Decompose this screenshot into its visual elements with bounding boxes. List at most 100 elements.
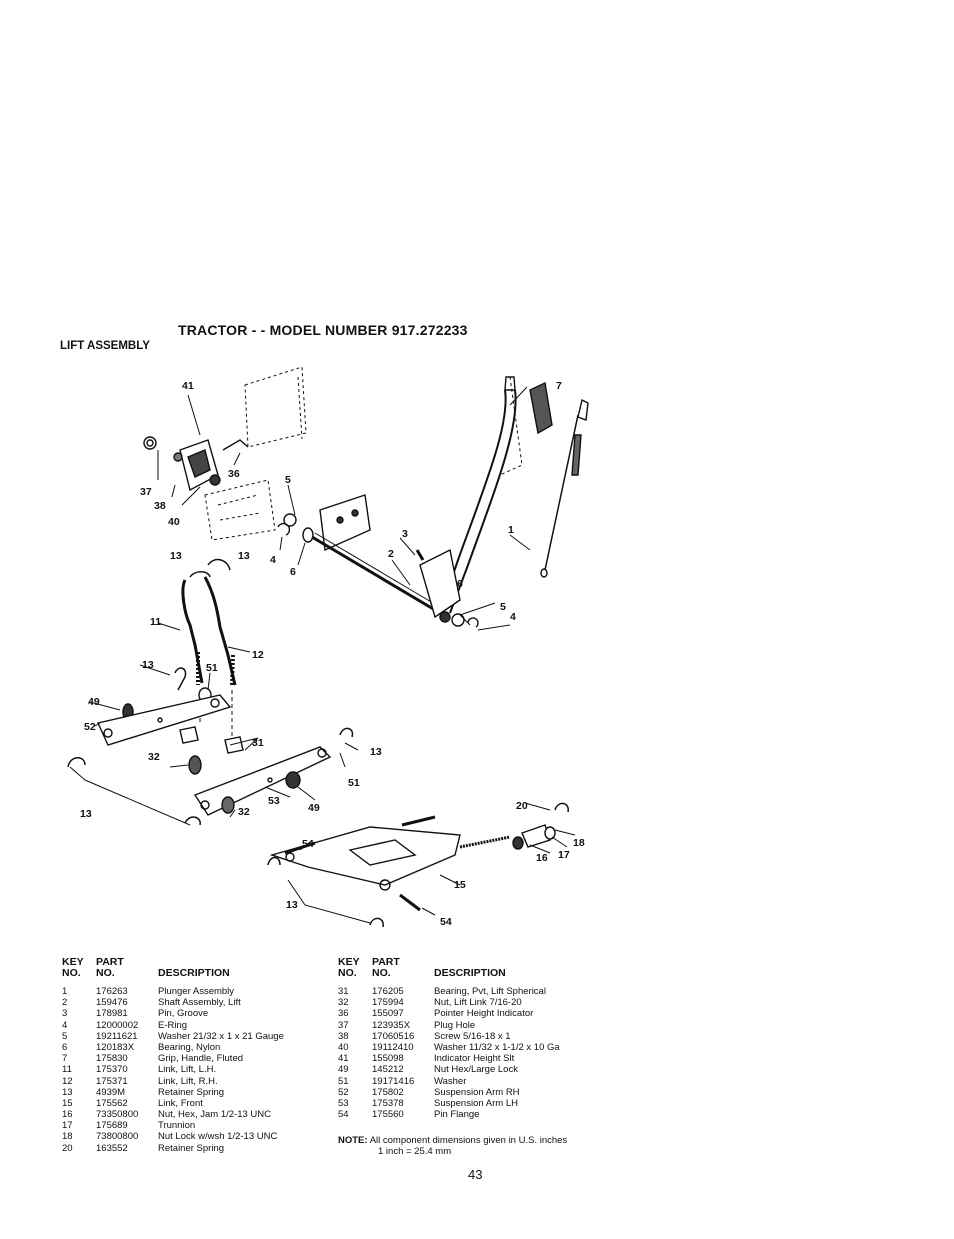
table-row-description: E-Ring [158,1019,188,1031]
table-row-description: Suspension Arm RH [434,1086,520,1098]
table-row-description: Screw 5/16-18 x 1 [434,1030,511,1042]
table-row-key: 4 [62,1019,68,1031]
table-row-key: 38 [338,1030,349,1042]
table-row-part: 176205 [372,986,404,997]
note-line-1: All component dimensions given in U.S. i… [369,1135,568,1146]
callout-5: 5 [285,474,291,486]
table-row-description: Bearing, Nylon [158,1041,221,1053]
table-row-key: 32 [338,997,349,1009]
table-row-part: 155098 [372,1053,404,1065]
callout-6: 6 [290,566,296,578]
callout-52: 52 [84,721,96,733]
page-number: 43 [468,1167,483,1182]
callout-13: 13 [80,808,92,820]
callout-3: 3 [402,528,408,540]
callout-49: 49 [308,802,320,814]
callout-51: 51 [206,662,218,674]
table-row-description: Link, Front [158,1097,203,1109]
table-row-description: Plunger Assembly [158,986,235,997]
key-header-top: KEY [62,956,84,968]
table-row-key: 31 [338,986,349,997]
table-row-part: 17060516 [372,1030,415,1042]
table-row-description: Washer 21/32 x 1 x 21 Gauge [158,1030,284,1042]
table-row-key: 52 [338,1086,349,1098]
callout-6: 6 [457,578,463,590]
table-row-description: Retainer Spring [158,1086,225,1098]
callout-13: 13 [286,899,298,911]
table-row-part: 175370 [96,1064,128,1076]
page-title: TRACTOR - - MODEL NUMBER 917.272233 [178,322,468,338]
parts-table-right: KEY NO. 31 32 36 37 38 40 41 49 51 52 53… [338,957,618,1157]
callout-13: 13 [142,659,154,671]
table-row-part: 19211621 [96,1030,138,1042]
callout-4: 4 [270,554,276,566]
callout-49: 49 [88,696,100,708]
description-header: DESCRIPTION [158,967,230,979]
table-row-part: 123935X [372,1019,411,1031]
table-row-key: 53 [338,1097,349,1109]
table-row-key: 11 [62,1064,72,1076]
table-row-description: Grip, Handle, Fluted [158,1053,244,1065]
table-row-description: Trunnion [158,1120,196,1132]
table-row-key: 40 [338,1041,349,1053]
table-row-key: 20 [62,1142,73,1154]
table-row-description: Link, Lift, R.H. [158,1075,218,1087]
callout-31: 31 [252,737,264,749]
table-row-description: Link, Lift, L.H. [158,1064,217,1076]
table-row-key: 5 [62,1030,68,1042]
table-row-key: 13 [62,1086,73,1098]
table-row-key: 3 [62,1008,68,1020]
table-row-key: 1 [62,986,68,997]
key-header-top: KEY [338,956,360,968]
table-row-key: 18 [62,1131,73,1143]
table-row-key: 51 [338,1075,349,1087]
table-row-description: Washer [434,1075,467,1087]
table-row-key: 49 [338,1064,349,1076]
table-row-key: 17 [62,1120,73,1132]
callout-13: 13 [170,550,182,562]
callout-4: 4 [510,611,516,623]
table-row-part: 175560 [372,1109,404,1121]
table-row-description: Shaft Assembly, Lift [158,997,241,1009]
table-row-part: 145212 [372,1064,404,1076]
table-row-part: 175371 [96,1075,128,1087]
section-title: LIFT ASSEMBLY [60,340,150,352]
table-row-key: 15 [62,1097,73,1109]
table-row-description: Pin Flange [434,1109,480,1121]
table-row-key: 16 [62,1109,73,1121]
callout-13: 13 [370,746,382,758]
table-row-key: 6 [62,1041,68,1053]
key-column: KEY NO. 1 2 3 4 5 6 7 11 12 13 15 16 17 … [62,957,84,1154]
part-header-bottom: NO. [96,967,115,979]
callout-37: 37 [140,486,152,498]
table-row-key: 7 [62,1053,68,1065]
callout-16: 16 [536,852,548,864]
callout-20: 20 [516,800,528,812]
callout-15: 15 [454,879,466,891]
note-label: NOTE: [338,1135,368,1146]
table-row-part: 175378 [372,1097,404,1109]
part-header-bottom: NO. [372,967,391,979]
table-row-part: 73800800 [96,1131,139,1143]
table-row-key: 2 [62,997,68,1009]
table-row-part: 4939M [96,1086,126,1098]
part-header-top: PART [96,956,124,968]
callout-1: 1 [508,524,514,536]
callout-38: 38 [154,500,166,512]
table-row-description: Pin, Groove [158,1008,209,1020]
callout-18: 18 [573,837,585,849]
table-row-description: Washer 11/32 x 1-1/2 x 10 Ga [434,1041,560,1053]
part-column: PART NO. 176263 159476 178981 12000002 1… [96,957,138,1154]
table-row-part: 175994 [372,997,404,1009]
lift-assembly-diagram: 41 37 38 36 40 5 13 13 4 6 3 2 7 1 11 12… [67,366,589,928]
table-row-part: 120183X [96,1041,135,1053]
part-column: PART NO. 176205 175994 155097 123935X 17… [372,957,415,1121]
callout-11: 11 [150,616,161,628]
table-row-part: 178981 [96,1008,128,1020]
key-header-bottom: NO. [338,967,357,979]
callout-32: 32 [148,751,160,763]
table-row-part: 175830 [96,1053,128,1065]
table-row-part: 176263 [96,986,128,997]
description-header: DESCRIPTION [434,967,506,979]
description-column: DESCRIPTION Plunger Assembly Shaft Assem… [158,957,284,1154]
